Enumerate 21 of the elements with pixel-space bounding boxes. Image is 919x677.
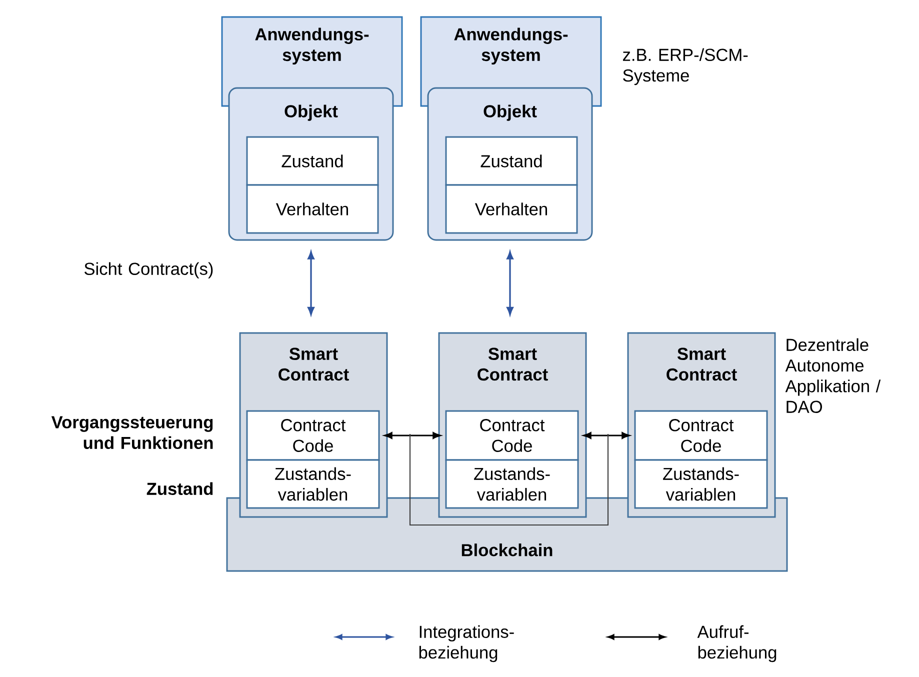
side-label: Zustand bbox=[146, 482, 213, 495]
arrow bbox=[384, 432, 441, 439]
arrow bbox=[506, 251, 514, 316]
legend-label: Integrations- beziehung bbox=[419, 625, 514, 662]
side-label: Sicht Contract(s) bbox=[84, 262, 213, 278]
legend-label: Aufruf- beziehung bbox=[697, 625, 776, 662]
arrow bbox=[308, 251, 314, 316]
compartment-box: Contract Code bbox=[246, 410, 380, 461]
compartment-box: Contract Code bbox=[445, 410, 579, 461]
compartment-box: Zustand bbox=[246, 136, 379, 186]
compartment-box: Zustands- variablen bbox=[634, 459, 768, 509]
compartment-box: Contract Code bbox=[634, 410, 768, 461]
compartment-box: Zustand bbox=[445, 136, 578, 186]
note-text: z.B. ERP-/SCM- Systeme bbox=[623, 48, 748, 86]
side-label: Vorgangssteuerung und Funktionen bbox=[51, 416, 213, 450]
compartment-box: Verhalten bbox=[445, 184, 578, 234]
compartment-box: Zustands- variablen bbox=[445, 459, 579, 509]
arrow bbox=[583, 432, 630, 439]
note-text: Dezentrale Autonome Applikation / DAO bbox=[785, 338, 881, 413]
compartment-box: Verhalten bbox=[246, 184, 379, 234]
compartment-box: Zustands- variablen bbox=[246, 459, 380, 509]
